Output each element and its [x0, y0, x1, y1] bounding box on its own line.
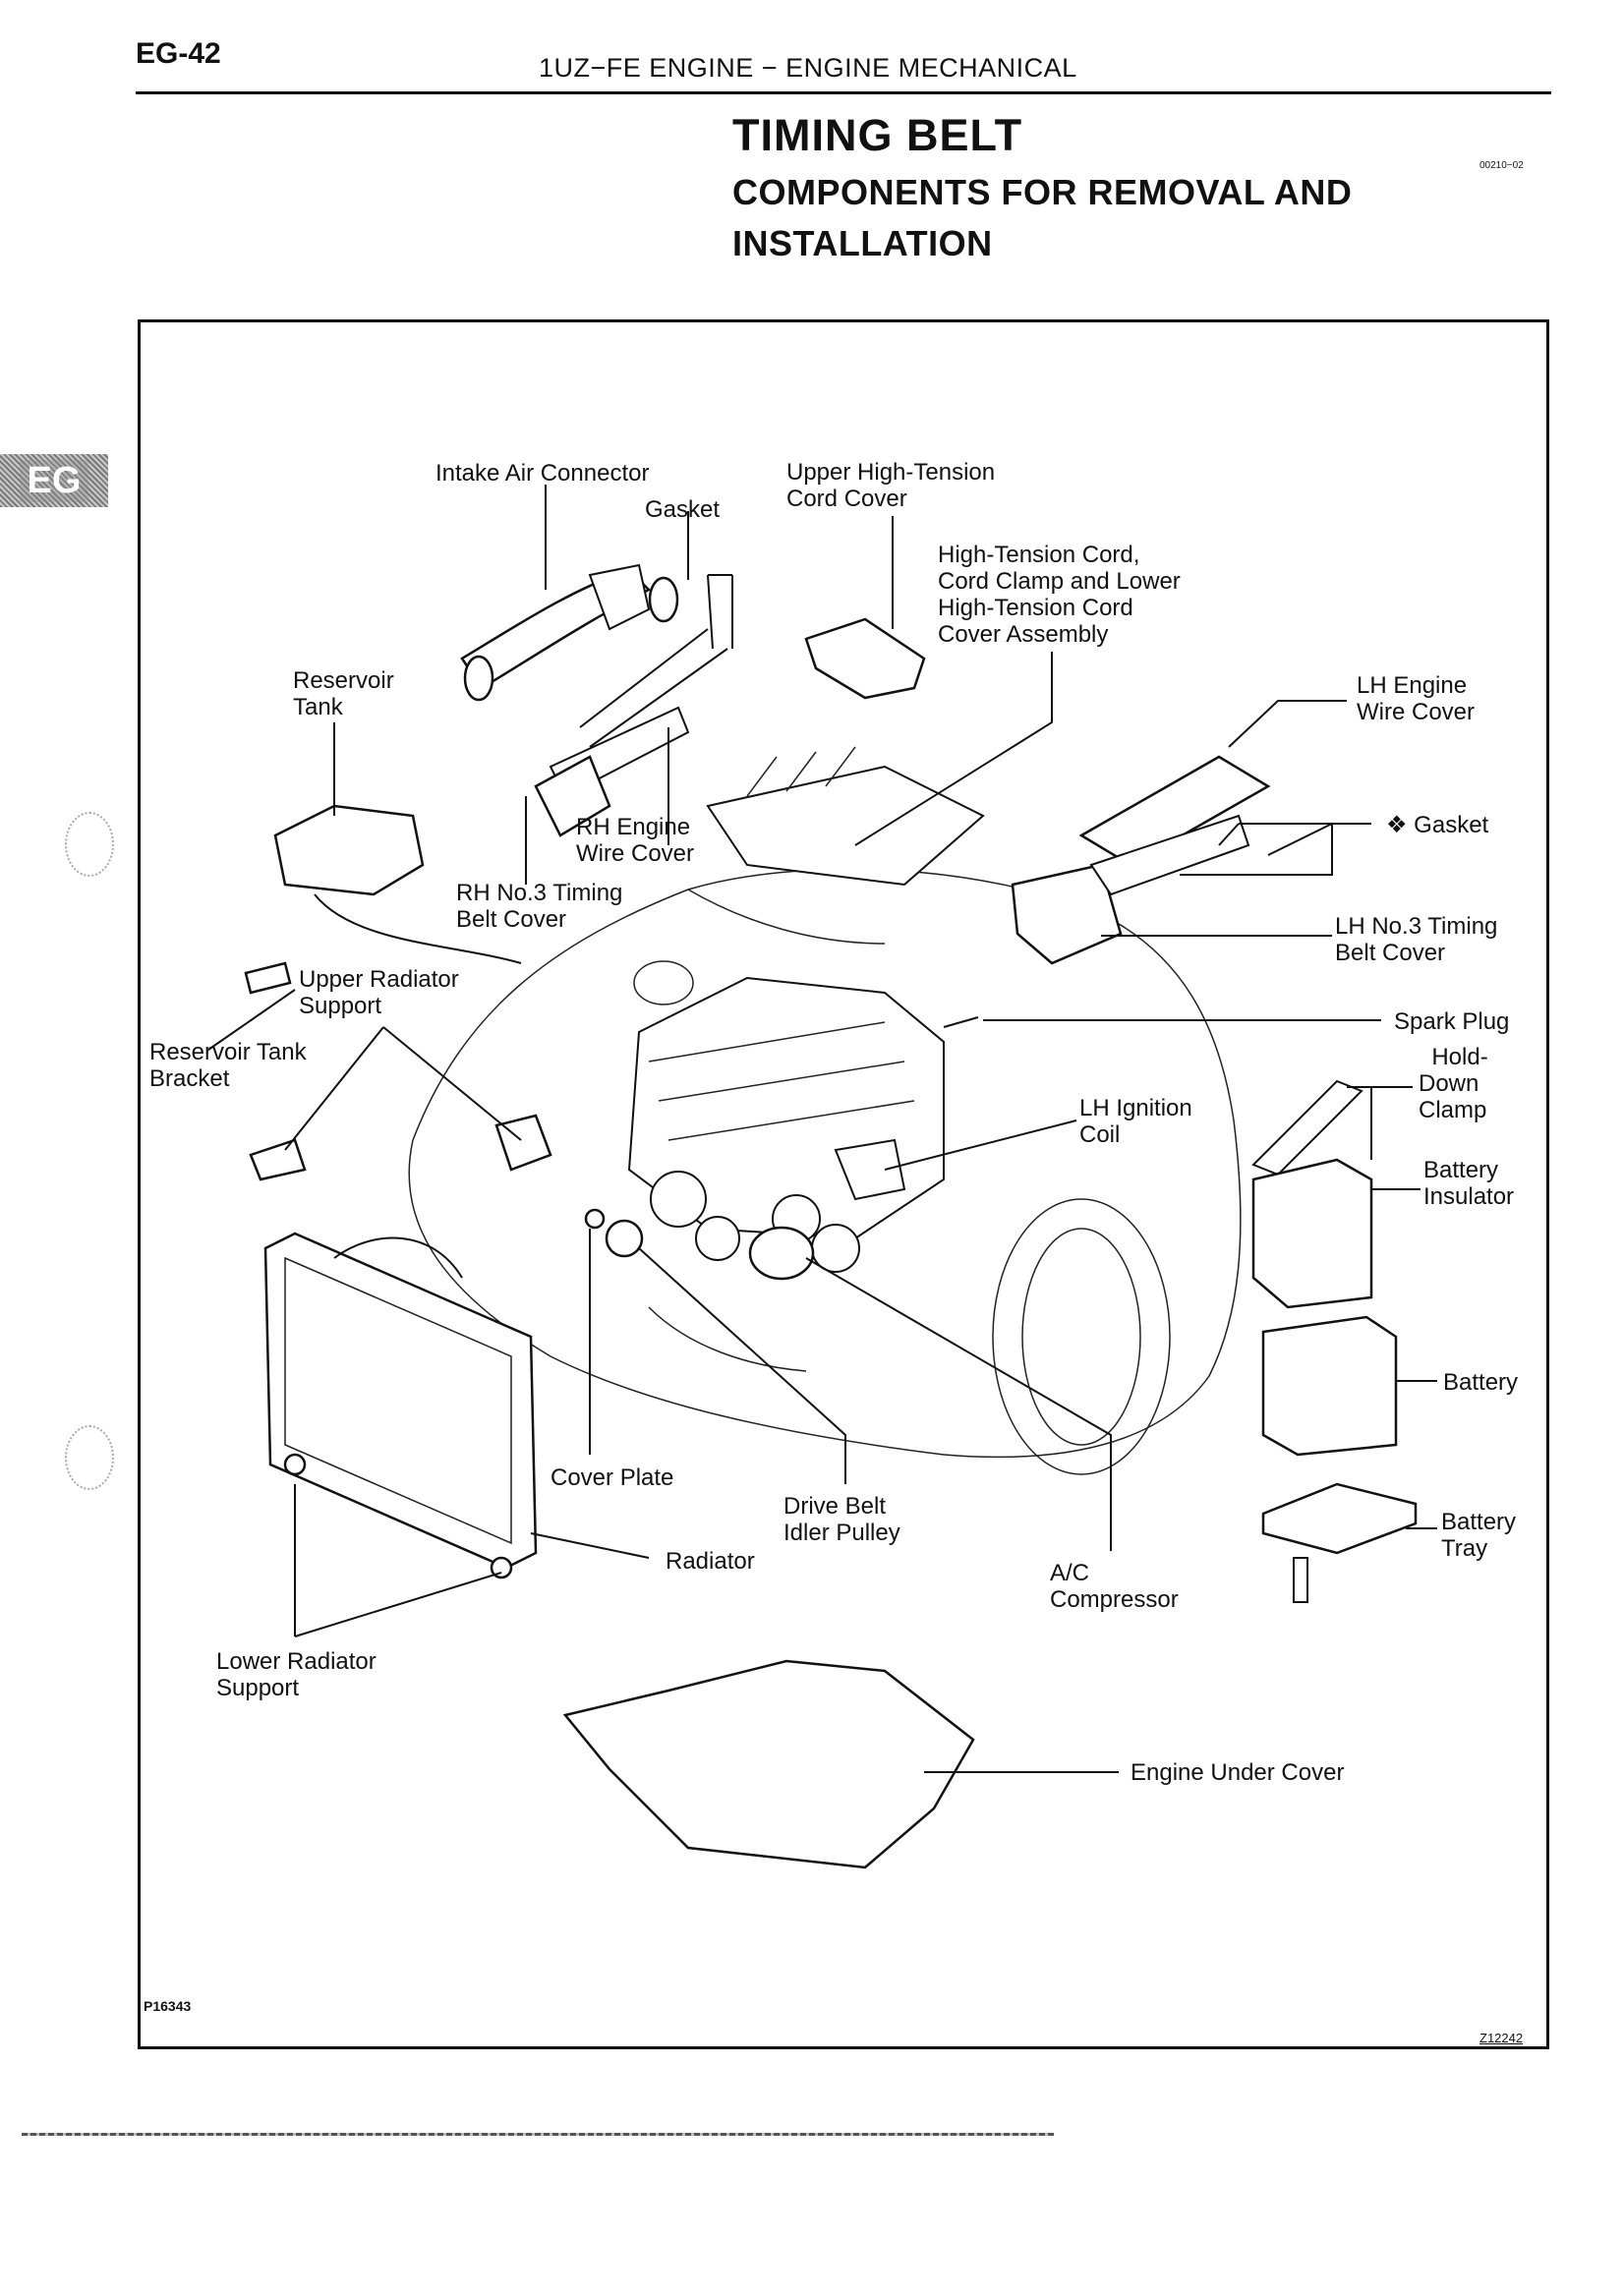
- label-rh-no3-timing-belt-cover: RH No.3 Timing Belt Cover: [456, 880, 623, 933]
- rh-covers-part: [534, 628, 728, 837]
- section-title: 1UZ−FE ENGINE − ENGINE MECHANICAL: [539, 53, 1077, 83]
- label-gasket-top: Gasket: [645, 496, 721, 523]
- upper-radiator-support-left: [249, 1138, 307, 1181]
- label-battery: Battery: [1443, 1369, 1519, 1396]
- binder-hole: [65, 1425, 114, 1490]
- idler-pulley-part: [605, 1219, 644, 1258]
- binder-hole: [65, 812, 114, 877]
- engine-under-cover-part: [562, 1659, 975, 1869]
- label-ac-compressor: A/C Compressor: [1050, 1560, 1179, 1613]
- subtitle-line-2: INSTALLATION: [732, 223, 993, 263]
- label-radiator: Radiator: [666, 1548, 755, 1575]
- label-high-tension-cord-assembly: High-Tension Cord, Cord Clamp and Lower …: [938, 542, 1181, 648]
- subtitle-line-1: COMPONENTS FOR REMOVAL AND: [732, 172, 1353, 212]
- lh-ignition-coil-part: [834, 1138, 906, 1201]
- label-drive-belt-idler-pulley: Drive Belt Idler Pulley: [783, 1493, 900, 1546]
- label-lh-ignition-coil: LH Ignition Coil: [1079, 1095, 1192, 1148]
- label-upper-high-tension-cord-cover: Upper High-Tension Cord Cover: [786, 459, 996, 512]
- section-side-tab: EG: [0, 454, 108, 507]
- exploded-diagram-frame: [138, 319, 1549, 2049]
- radiator-part: [263, 1232, 538, 1579]
- leader-lines: [207, 485, 1437, 1773]
- label-battery-insulator: Battery Insulator: [1423, 1157, 1515, 1210]
- bottom-scan-rule: [22, 2133, 1054, 2136]
- upper-ht-cord-cover-part: [804, 617, 926, 700]
- lh-no3-timing-belt-cover-part: [1011, 814, 1250, 965]
- label-lh-engine-wire-cover: LH Engine Wire Cover: [1357, 672, 1476, 725]
- label-upper-radiator-support: Upper Radiator Support: [299, 966, 459, 1019]
- label-battery-tray: Battery Tray: [1441, 1509, 1517, 1562]
- label-intake-air-connector: Intake Air Connector: [435, 460, 650, 487]
- lh-engine-wire-cover-part: [1078, 755, 1271, 867]
- side-tab-label: EG: [19, 459, 89, 502]
- spark-plug-part: [943, 1016, 979, 1028]
- page-title: TIMING BELT: [732, 110, 1023, 160]
- upper-radiator-support-right: [494, 1114, 552, 1172]
- ht-cord-assembly-part: [706, 746, 985, 887]
- label-spark-plug: Spark Plug: [1394, 1008, 1510, 1035]
- document-code: 00210−02: [1479, 160, 1524, 171]
- label-reservoir-tank-bracket: Reservoir Tank Bracket: [149, 1039, 307, 1092]
- label-hold-down-clamp: Hold- Down Clamp: [1419, 1044, 1488, 1123]
- label-rh-engine-wire-cover: RH Engine Wire Cover: [576, 814, 695, 867]
- label-engine-under-cover: Engine Under Cover: [1131, 1759, 1345, 1786]
- cover-plate-part: [584, 1208, 606, 1230]
- label-gasket-right: ❖ Gasket: [1386, 812, 1489, 838]
- page-subtitle: COMPONENTS FOR REMOVAL AND INSTALLATION: [732, 167, 1352, 269]
- page-number: EG-42: [136, 37, 221, 70]
- ac-compressor-part: [748, 1226, 815, 1281]
- figure-reference-left: P16343: [144, 1998, 192, 2014]
- label-reservoir-tank: Reservoir Tank: [293, 667, 394, 720]
- battery-components: [1251, 1079, 1418, 1603]
- header-rule: [136, 91, 1551, 94]
- figure-reference-right: Z12242: [1479, 2031, 1524, 2045]
- label-lower-radiator-support: Lower Radiator Support: [216, 1648, 377, 1701]
- label-cover-plate: Cover Plate: [551, 1464, 674, 1491]
- intake-air-connector-part: [460, 563, 679, 702]
- reservoir-tank-part: [244, 804, 522, 995]
- label-lh-no3-timing-belt-cover: LH No.3 Timing Belt Cover: [1335, 913, 1498, 966]
